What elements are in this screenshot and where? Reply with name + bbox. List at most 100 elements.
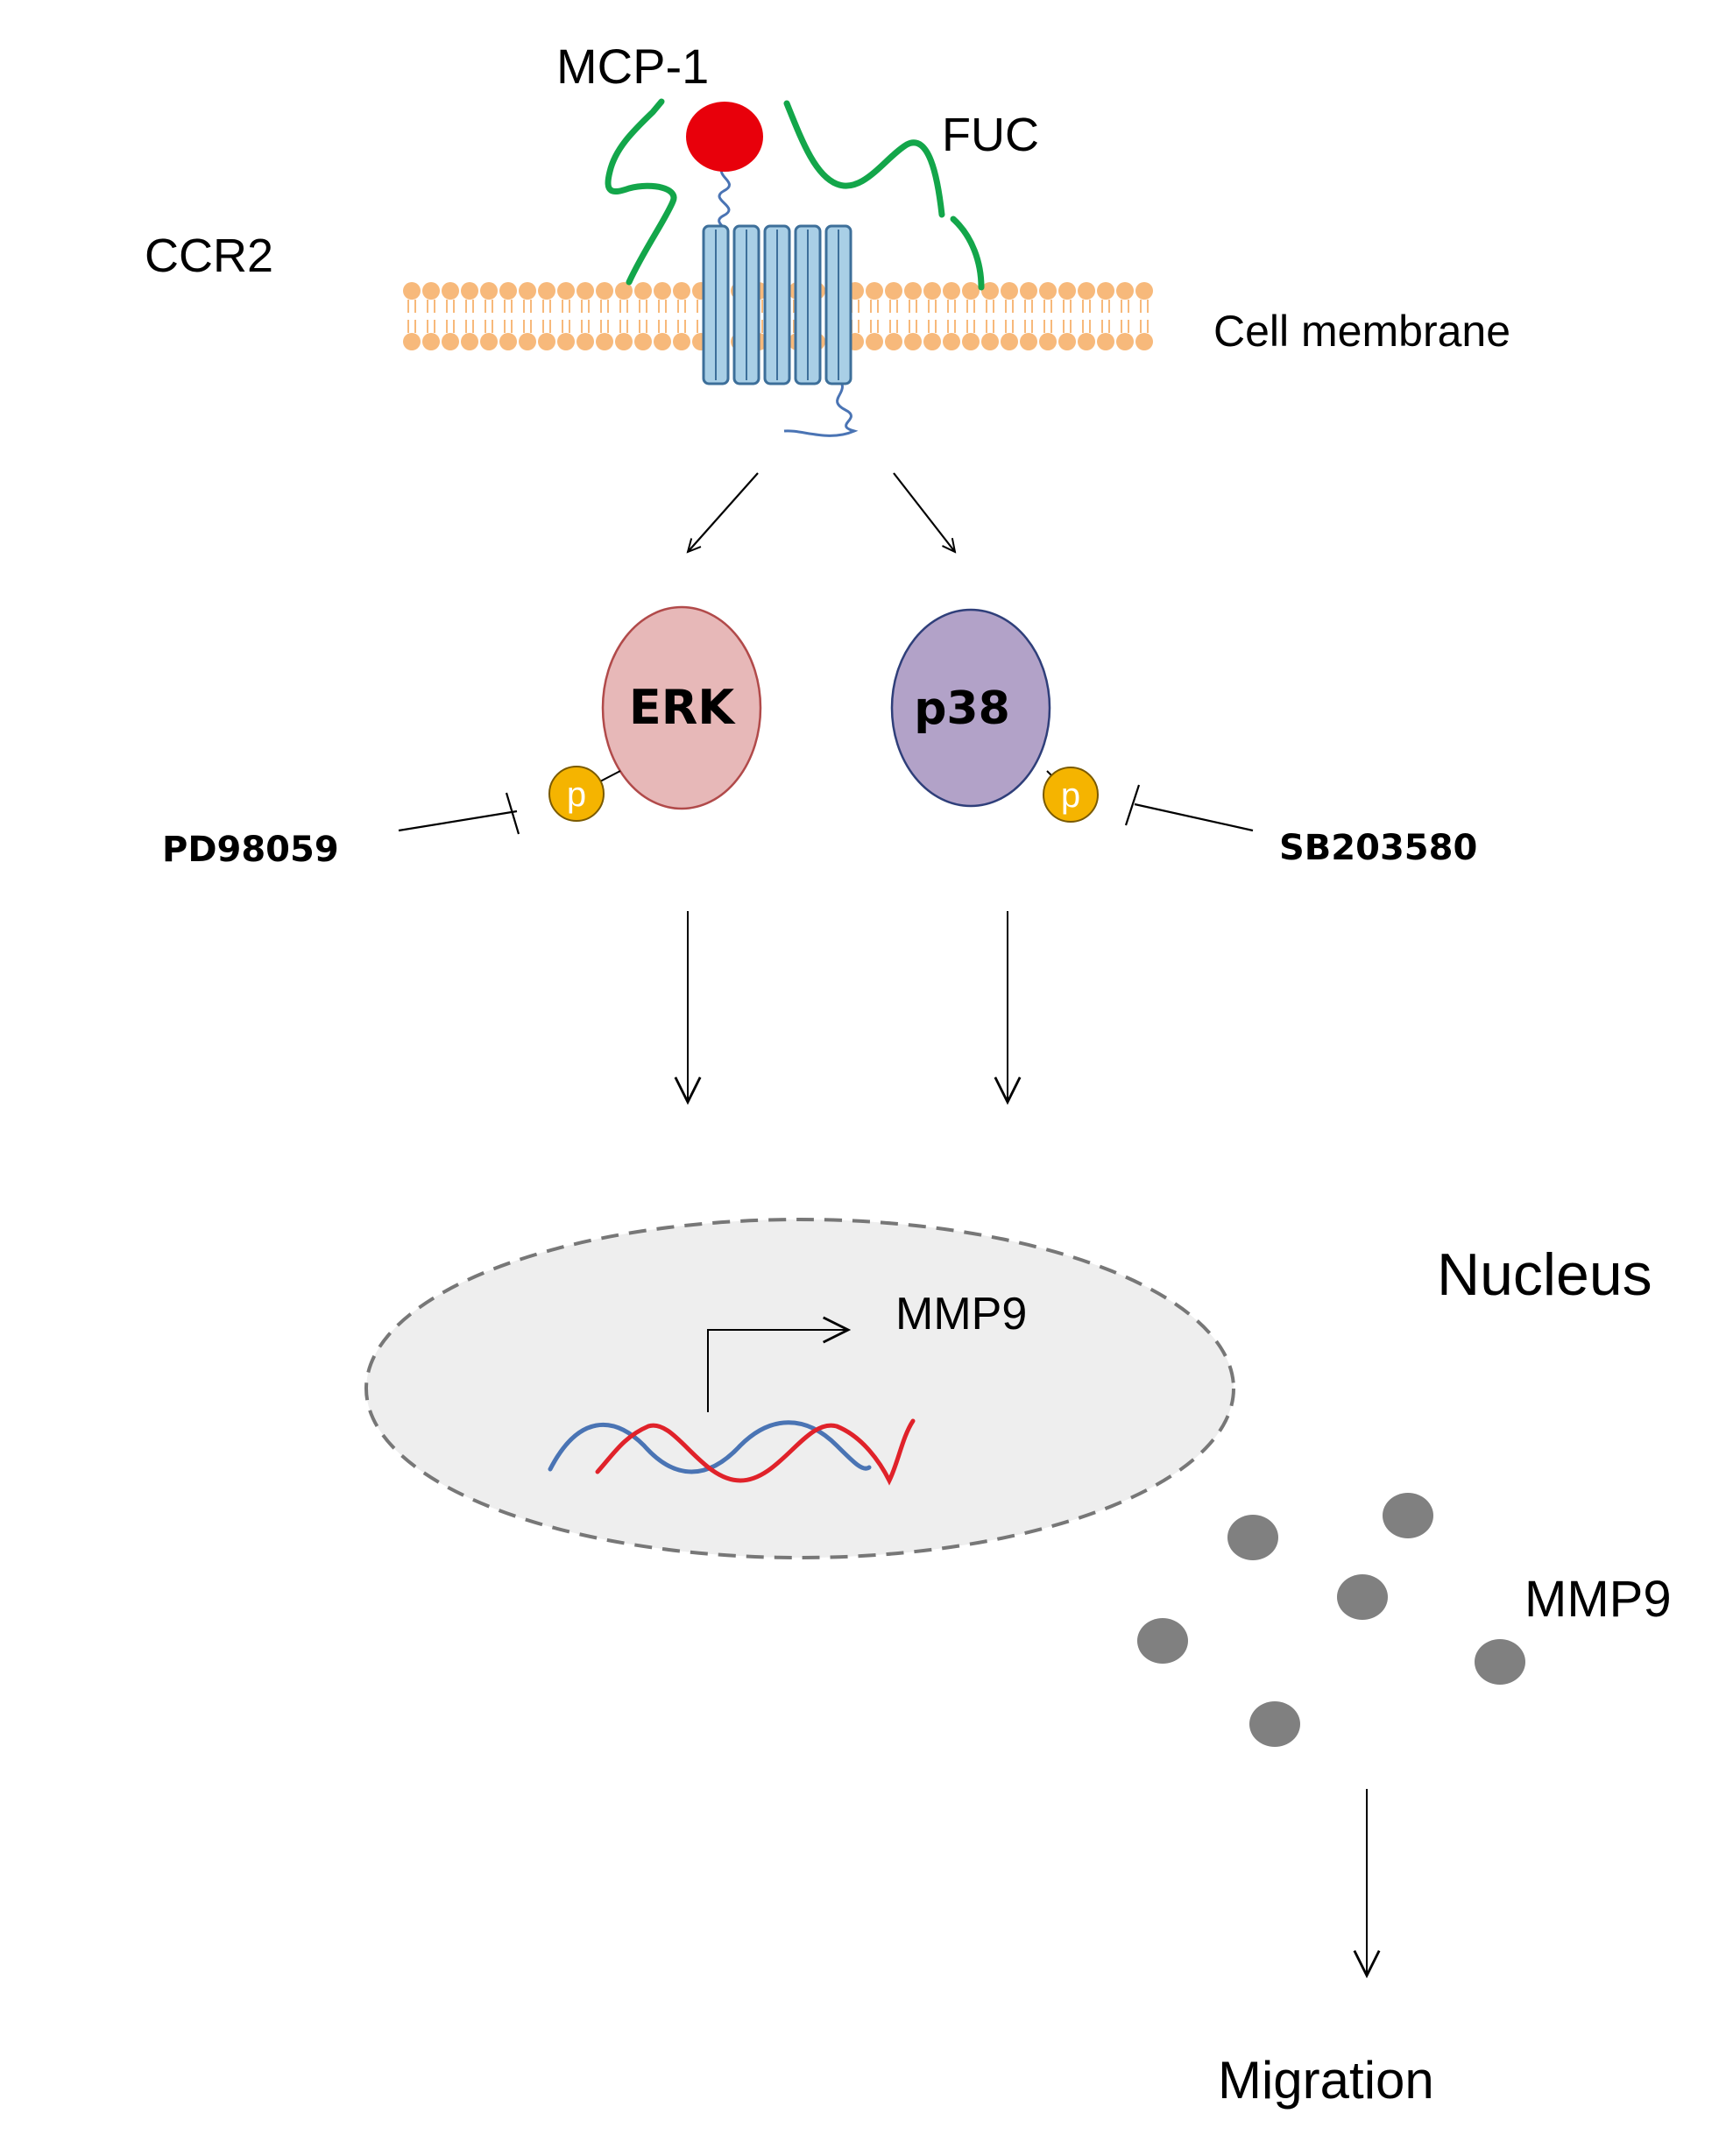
lipid-head [943, 282, 960, 300]
mmp9-protein [1475, 1639, 1525, 1685]
lipid-head [519, 333, 536, 350]
lipid-tail [407, 320, 416, 333]
lipid-head [962, 333, 980, 350]
lipid-tail [1082, 320, 1091, 333]
lipid-head [615, 282, 633, 300]
lipid-head [1078, 333, 1095, 350]
lipid-head [1116, 333, 1134, 350]
lipid-tail [1043, 320, 1052, 333]
lipid-tail [928, 320, 937, 333]
lipid-tail [909, 320, 917, 333]
lipid-head [866, 282, 883, 300]
lipid-head [923, 333, 941, 350]
sb203580-label: SB203580 [1279, 828, 1477, 868]
lipid-tail [1063, 300, 1072, 313]
lipid-head [538, 333, 555, 350]
lipid-head [557, 282, 575, 300]
lipid-head [480, 333, 498, 350]
lipid-head [634, 282, 652, 300]
p38-phospho-group [1043, 767, 1099, 823]
dna-strand-red [595, 1418, 916, 1486]
lipid-head [422, 333, 440, 350]
p38-phospho-label: p [1061, 776, 1080, 815]
lipid-tail [1063, 320, 1072, 333]
lipid-tail [658, 300, 667, 313]
lipid-tail [619, 300, 628, 313]
migration-label: Migration [1218, 2051, 1434, 2110]
lipid-tail [523, 320, 532, 333]
lipid-head [442, 282, 459, 300]
lipid-head [538, 282, 555, 300]
mmp9-protein [1137, 1618, 1188, 1664]
lipid-head [634, 333, 652, 350]
lipid-head [904, 282, 922, 300]
lipid-tail [485, 320, 493, 333]
lipid-head [596, 282, 613, 300]
lipid-head [885, 333, 902, 350]
lipid-tail [485, 300, 493, 313]
lipid-tail [851, 320, 859, 333]
nucleus-label: Nucleus [1437, 1241, 1652, 1308]
lipid-head [442, 333, 459, 350]
arrow-to-p38 [893, 472, 955, 552]
lipid-tail [465, 320, 474, 333]
lipid-tail [562, 300, 570, 313]
lipid-head [1097, 282, 1114, 300]
lipid-tail [427, 300, 435, 313]
lipid-tail [1101, 300, 1110, 313]
pd98059-label: PD98059 [162, 830, 339, 870]
lipid-head [1058, 282, 1076, 300]
lipid-tail [1005, 320, 1014, 333]
lipid-head [885, 282, 902, 300]
lipid-tail [1082, 300, 1091, 313]
lipid-head [499, 333, 517, 350]
lipid-head [577, 333, 594, 350]
lipid-tail [677, 300, 686, 313]
erk-phospho-label: p [567, 775, 586, 814]
mmp9-protein [1337, 1574, 1388, 1620]
lipid-head [904, 333, 922, 350]
lipid-tail [677, 320, 686, 333]
lipid-tail [1101, 320, 1110, 333]
lipid-head [461, 282, 478, 300]
lipid-head [866, 333, 883, 350]
lipid-tail [1121, 320, 1129, 333]
lipid-head [1020, 282, 1037, 300]
lipid-tail [581, 320, 590, 333]
lipid-head [1001, 282, 1018, 300]
erk-phospho-group [548, 766, 605, 822]
lipid-head [962, 282, 980, 300]
lipid-head [480, 282, 498, 300]
cell-membrane-label: Cell membrane [1213, 307, 1510, 356]
lipid-tail [465, 300, 474, 313]
lipid-tail [870, 320, 879, 333]
lipid-tail [446, 320, 455, 333]
lipid-tail [966, 300, 975, 313]
lipid-tail [658, 320, 667, 333]
lipid-head [981, 333, 999, 350]
mcp1-ligand [686, 102, 763, 172]
lipid-tail [504, 300, 513, 313]
lipid-tail [909, 300, 917, 313]
lipid-tail [427, 320, 435, 333]
mmp9-protein [1383, 1493, 1433, 1538]
sb203580-inhibition [1124, 784, 1254, 832]
lipid-head [1078, 282, 1095, 300]
lipid-tail [542, 300, 551, 313]
lipid-head [1135, 282, 1153, 300]
p38-label: p38 [914, 682, 1010, 735]
mmp9-protein [1249, 1701, 1300, 1747]
lipid-head [1058, 333, 1076, 350]
lipid-tail [928, 300, 937, 313]
lipid-tail [600, 320, 609, 333]
mmp9-secreted-label: MMP9 [1524, 1571, 1672, 1628]
fuc-strands [605, 98, 985, 291]
lipid-head [615, 333, 633, 350]
receptor-n-terminus [718, 165, 731, 237]
lipid-tail [504, 320, 513, 333]
lipid-tail [1024, 320, 1033, 333]
lipid-tail [523, 300, 532, 313]
lipid-tail [986, 300, 994, 313]
